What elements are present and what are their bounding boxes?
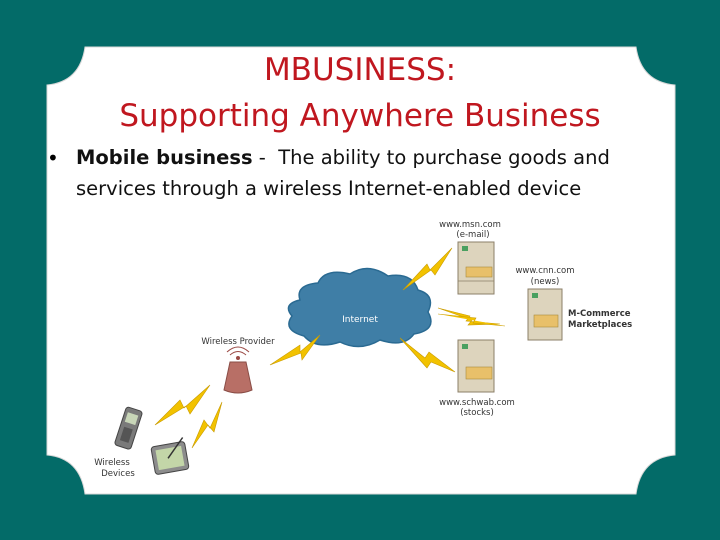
lightning-bolt-devices-2 bbox=[191, 401, 223, 449]
bullet-definition-line1: The ability to purchase goods and bbox=[278, 146, 610, 169]
server-msn: www.msn.com (e-mail) bbox=[439, 220, 501, 295]
server-msn-sub: (e-mail) bbox=[456, 230, 489, 240]
server-schwab-name: www.schwab.com bbox=[439, 398, 515, 408]
lightning-bolt-devices-1 bbox=[154, 384, 211, 426]
lightning-bolt-cnn bbox=[437, 307, 501, 326]
server-mcommerce-name: M-Commerce bbox=[568, 309, 631, 319]
bullet-line1: Mobile business - The ability to purchas… bbox=[76, 146, 610, 169]
wireless-devices: Wireless Devices bbox=[94, 406, 190, 479]
server-schwab-sub: (stocks) bbox=[460, 408, 494, 418]
cloud-label: Internet bbox=[342, 315, 378, 325]
devices-label-line1: Wireless bbox=[94, 458, 130, 468]
server-cnn-name: www.cnn.com bbox=[515, 266, 574, 276]
pda-icon bbox=[150, 437, 190, 475]
lightning-bolts bbox=[154, 247, 506, 449]
bullet-term: Mobile business bbox=[76, 146, 253, 169]
bullet-separator: - bbox=[252, 146, 279, 169]
internet-cloud: Internet bbox=[287, 267, 432, 348]
slide-title-line1: MBUSINESS: bbox=[263, 52, 457, 88]
lightning-bolt-mcommerce bbox=[437, 313, 506, 327]
lightning-bolt-msn bbox=[402, 247, 453, 291]
slide-title-line2: Supporting Anywhere Business bbox=[119, 98, 601, 134]
wireless-provider-tower: Wireless Provider bbox=[201, 337, 275, 394]
server-mcommerce-sub: Marketplaces bbox=[568, 320, 632, 330]
server-schwab: www.schwab.com (stocks) bbox=[439, 339, 515, 418]
lightning-bolt-provider bbox=[269, 334, 321, 366]
lightning-bolt-schwab bbox=[399, 337, 456, 373]
bullet-line2: services through a wireless Internet-ena… bbox=[76, 177, 582, 200]
provider-label: Wireless Provider bbox=[201, 337, 275, 347]
server-cnn-sub: (news) bbox=[531, 277, 560, 287]
server-mcommerce: www.cnn.com (news) M-Commerce Marketplac… bbox=[515, 266, 632, 341]
server-msn-name: www.msn.com bbox=[439, 220, 501, 230]
cell-phone-icon bbox=[114, 406, 143, 450]
devices-label-line2: Devices bbox=[101, 469, 135, 479]
bullet-dot: • bbox=[47, 146, 59, 170]
